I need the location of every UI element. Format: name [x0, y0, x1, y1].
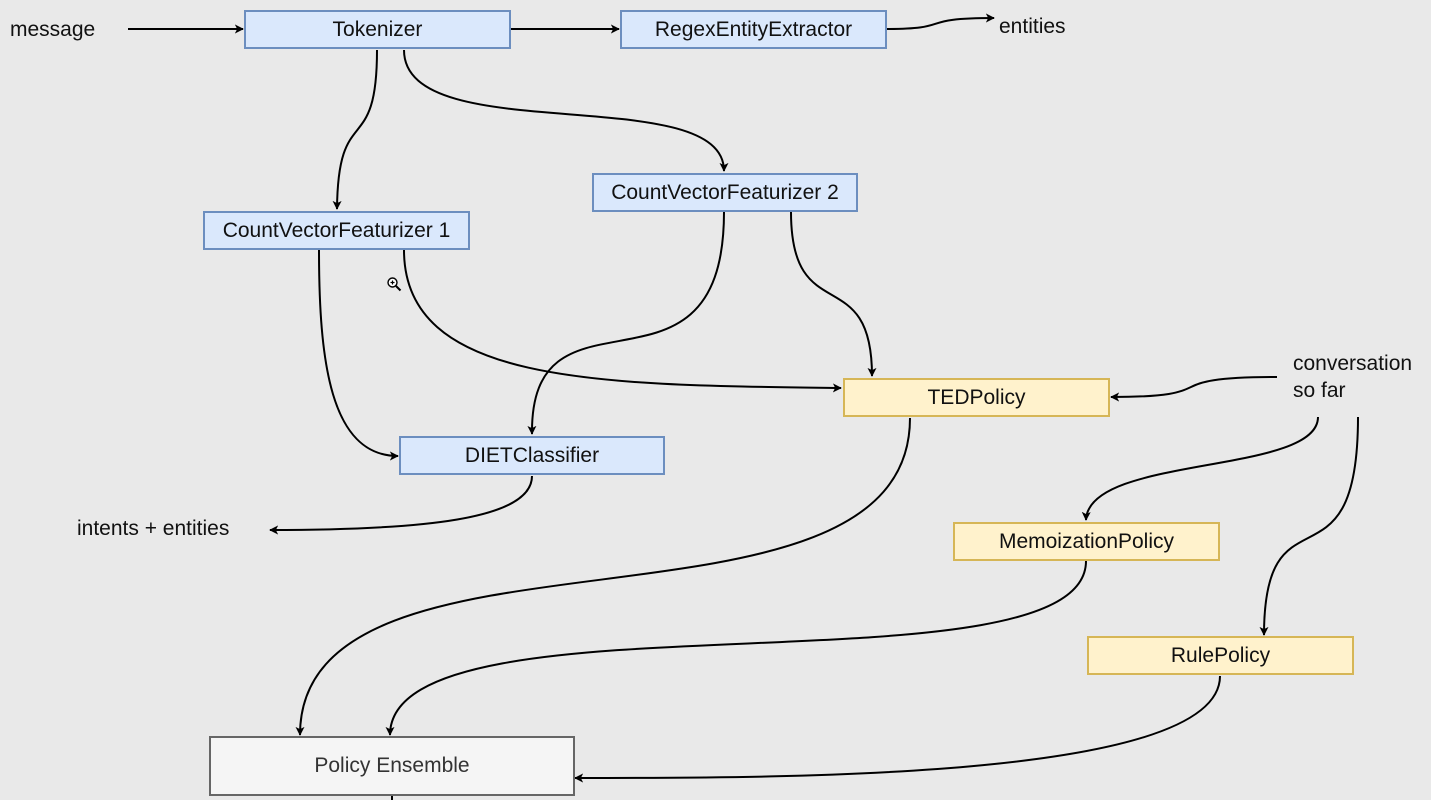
edge-diet-intents [269, 475, 533, 535]
message-label: message [10, 18, 96, 41]
conversation-label-line1: conversation [1293, 352, 1413, 375]
rule-policy-node[interactable]: RulePolicy [1087, 636, 1354, 675]
zoom-in-icon [387, 277, 402, 292]
tokenizer-node[interactable]: Tokenizer [244, 10, 511, 49]
edge-cvf2-ted [790, 211, 877, 377]
edge-memoization-ensemble [385, 560, 1087, 736]
edge-conversation-rule [1259, 416, 1359, 636]
edge-conversation-memoization [1081, 416, 1319, 521]
ted-policy-node[interactable]: TEDPolicy [843, 378, 1110, 417]
diet-classifier-node[interactable]: DIETClassifier [399, 436, 665, 475]
edge-tokenizer-cvf2 [403, 49, 729, 172]
policy-ensemble-node[interactable]: Policy Ensemble [209, 736, 575, 796]
count-vector-featurizer-2-node[interactable]: CountVectorFeaturizer 2 [592, 173, 858, 212]
regex-entity-extractor-node[interactable]: RegexEntityExtractor [620, 10, 887, 49]
conversation-label-line2: so far [1293, 379, 1346, 402]
edge-regex-entities [886, 13, 995, 30]
count-vector-featurizer-1-node[interactable]: CountVectorFeaturizer 1 [203, 211, 470, 250]
conversation-label: conversation so far [1293, 350, 1412, 404]
entities-label: entities [999, 15, 1066, 38]
edge-conversation-ted [1110, 376, 1278, 402]
edge-cvf2-diet [527, 211, 725, 435]
edge-tokenizer-cvf1 [332, 49, 378, 210]
memoization-policy-node[interactable]: MemoizationPolicy [953, 522, 1220, 561]
intents-entities-label: intents + entities [77, 517, 230, 540]
edge-cvf1-ted [403, 249, 842, 393]
edge-ted-ensemble [295, 417, 911, 736]
edge-cvf1-diet [318, 249, 399, 461]
edge-rule-ensemble [574, 675, 1221, 783]
